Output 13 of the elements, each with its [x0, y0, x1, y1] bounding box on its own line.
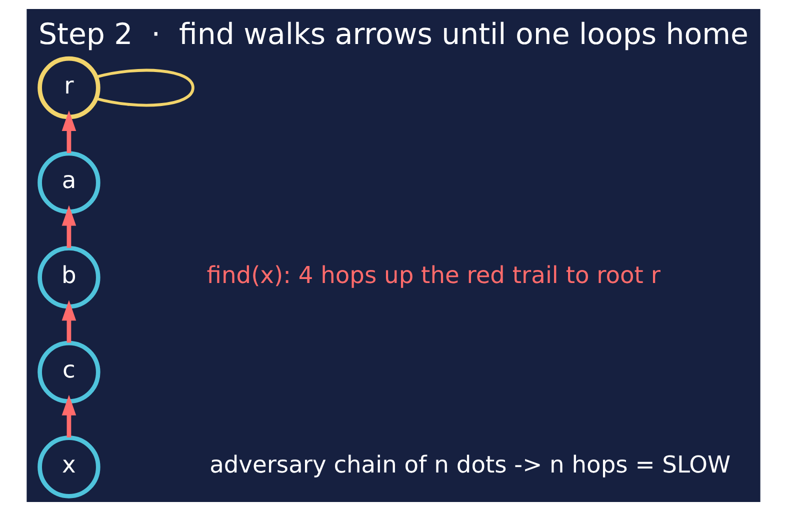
node-circle: r: [38, 56, 100, 119]
arrow: [62, 110, 76, 153]
node-circle: c: [38, 340, 100, 404]
connector: [96, 68, 194, 106]
label: find(x): 4 hops up the red trail to root r: [206, 260, 660, 288]
node-circle: b: [38, 246, 100, 308]
label: adversary chain of n dots -> n hops = SLOW: [210, 450, 731, 478]
arrow: [62, 394, 76, 437]
node-circle: x: [38, 435, 100, 498]
diagram-title: Step 2 · find walks arrows until one loops home: [38, 16, 748, 51]
node-circle: a: [38, 150, 100, 214]
arrow: [62, 300, 76, 342]
arrow: [62, 204, 76, 248]
